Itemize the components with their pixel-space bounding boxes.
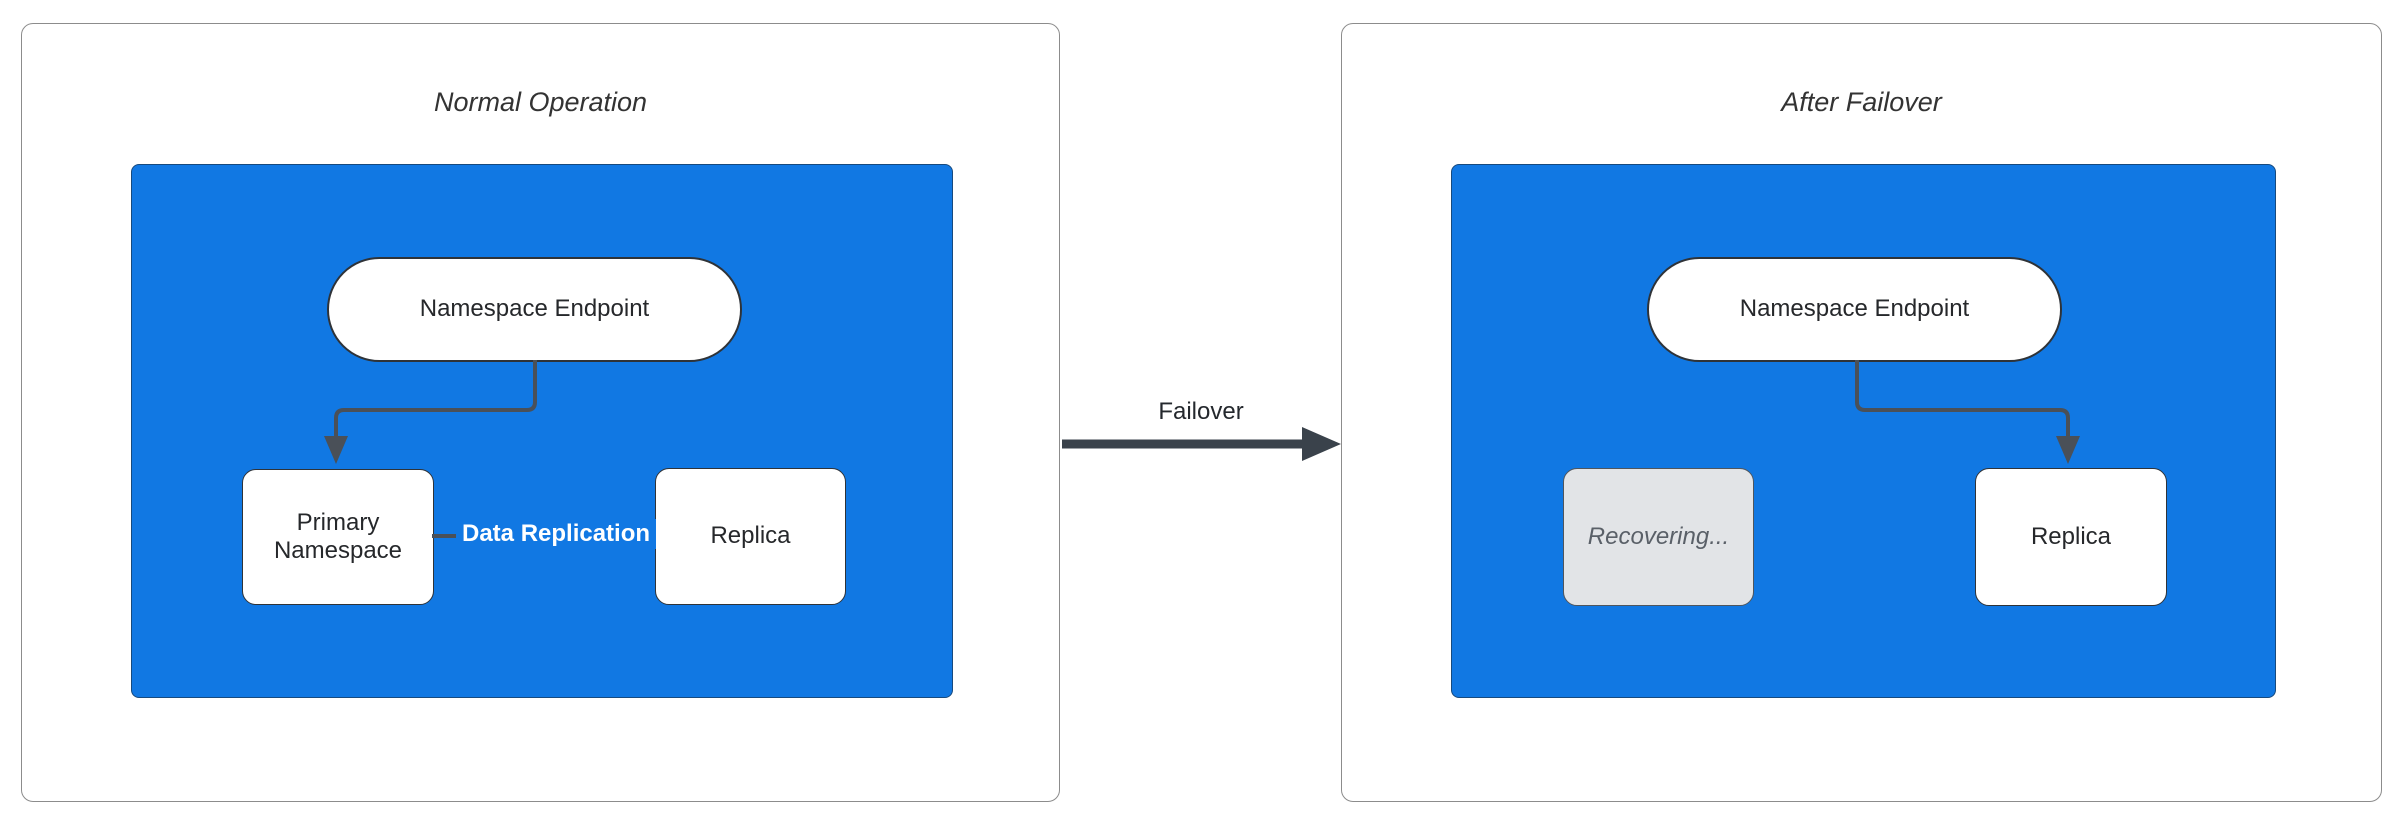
cluster-box-normal: Namespace Endpoint Primary Namespace Rep… [131,164,953,698]
node-label: Namespace Endpoint [419,295,650,323]
node-label: Recovering... [1587,522,1730,550]
node-primary-namespace: Primary Namespace [242,469,434,605]
node-label: Primary Namespace [273,508,403,564]
cluster-box-failover: Namespace Endpoint Recovering... Replica [1451,164,2276,698]
node-recovering: Recovering... [1563,468,1754,606]
panel-title-normal-operation: Normal Operation [433,87,648,117]
node-label: Replica [710,522,791,550]
node-namespace-endpoint: Namespace Endpoint [327,257,742,362]
node-namespace-endpoint-failover: Namespace Endpoint [1647,257,2062,362]
node-replica-failover: Replica [1975,468,2167,606]
arrowhead-failover-icon [1302,427,1341,461]
panel-normal-operation: Normal Operation Namespace Endpoint Prim… [21,23,1060,802]
edge-label-data-replication: Data Replication [456,519,657,549]
panel-title-after-failover: After Failover [1781,87,1942,117]
edge-label-failover: Failover [1158,398,1244,425]
node-replica-normal: Replica [655,468,846,605]
node-label: Namespace Endpoint [1739,295,1970,323]
panel-after-failover: After Failover Namespace Endpoint Recove… [1341,23,2382,802]
node-label: Replica [2030,522,2112,550]
